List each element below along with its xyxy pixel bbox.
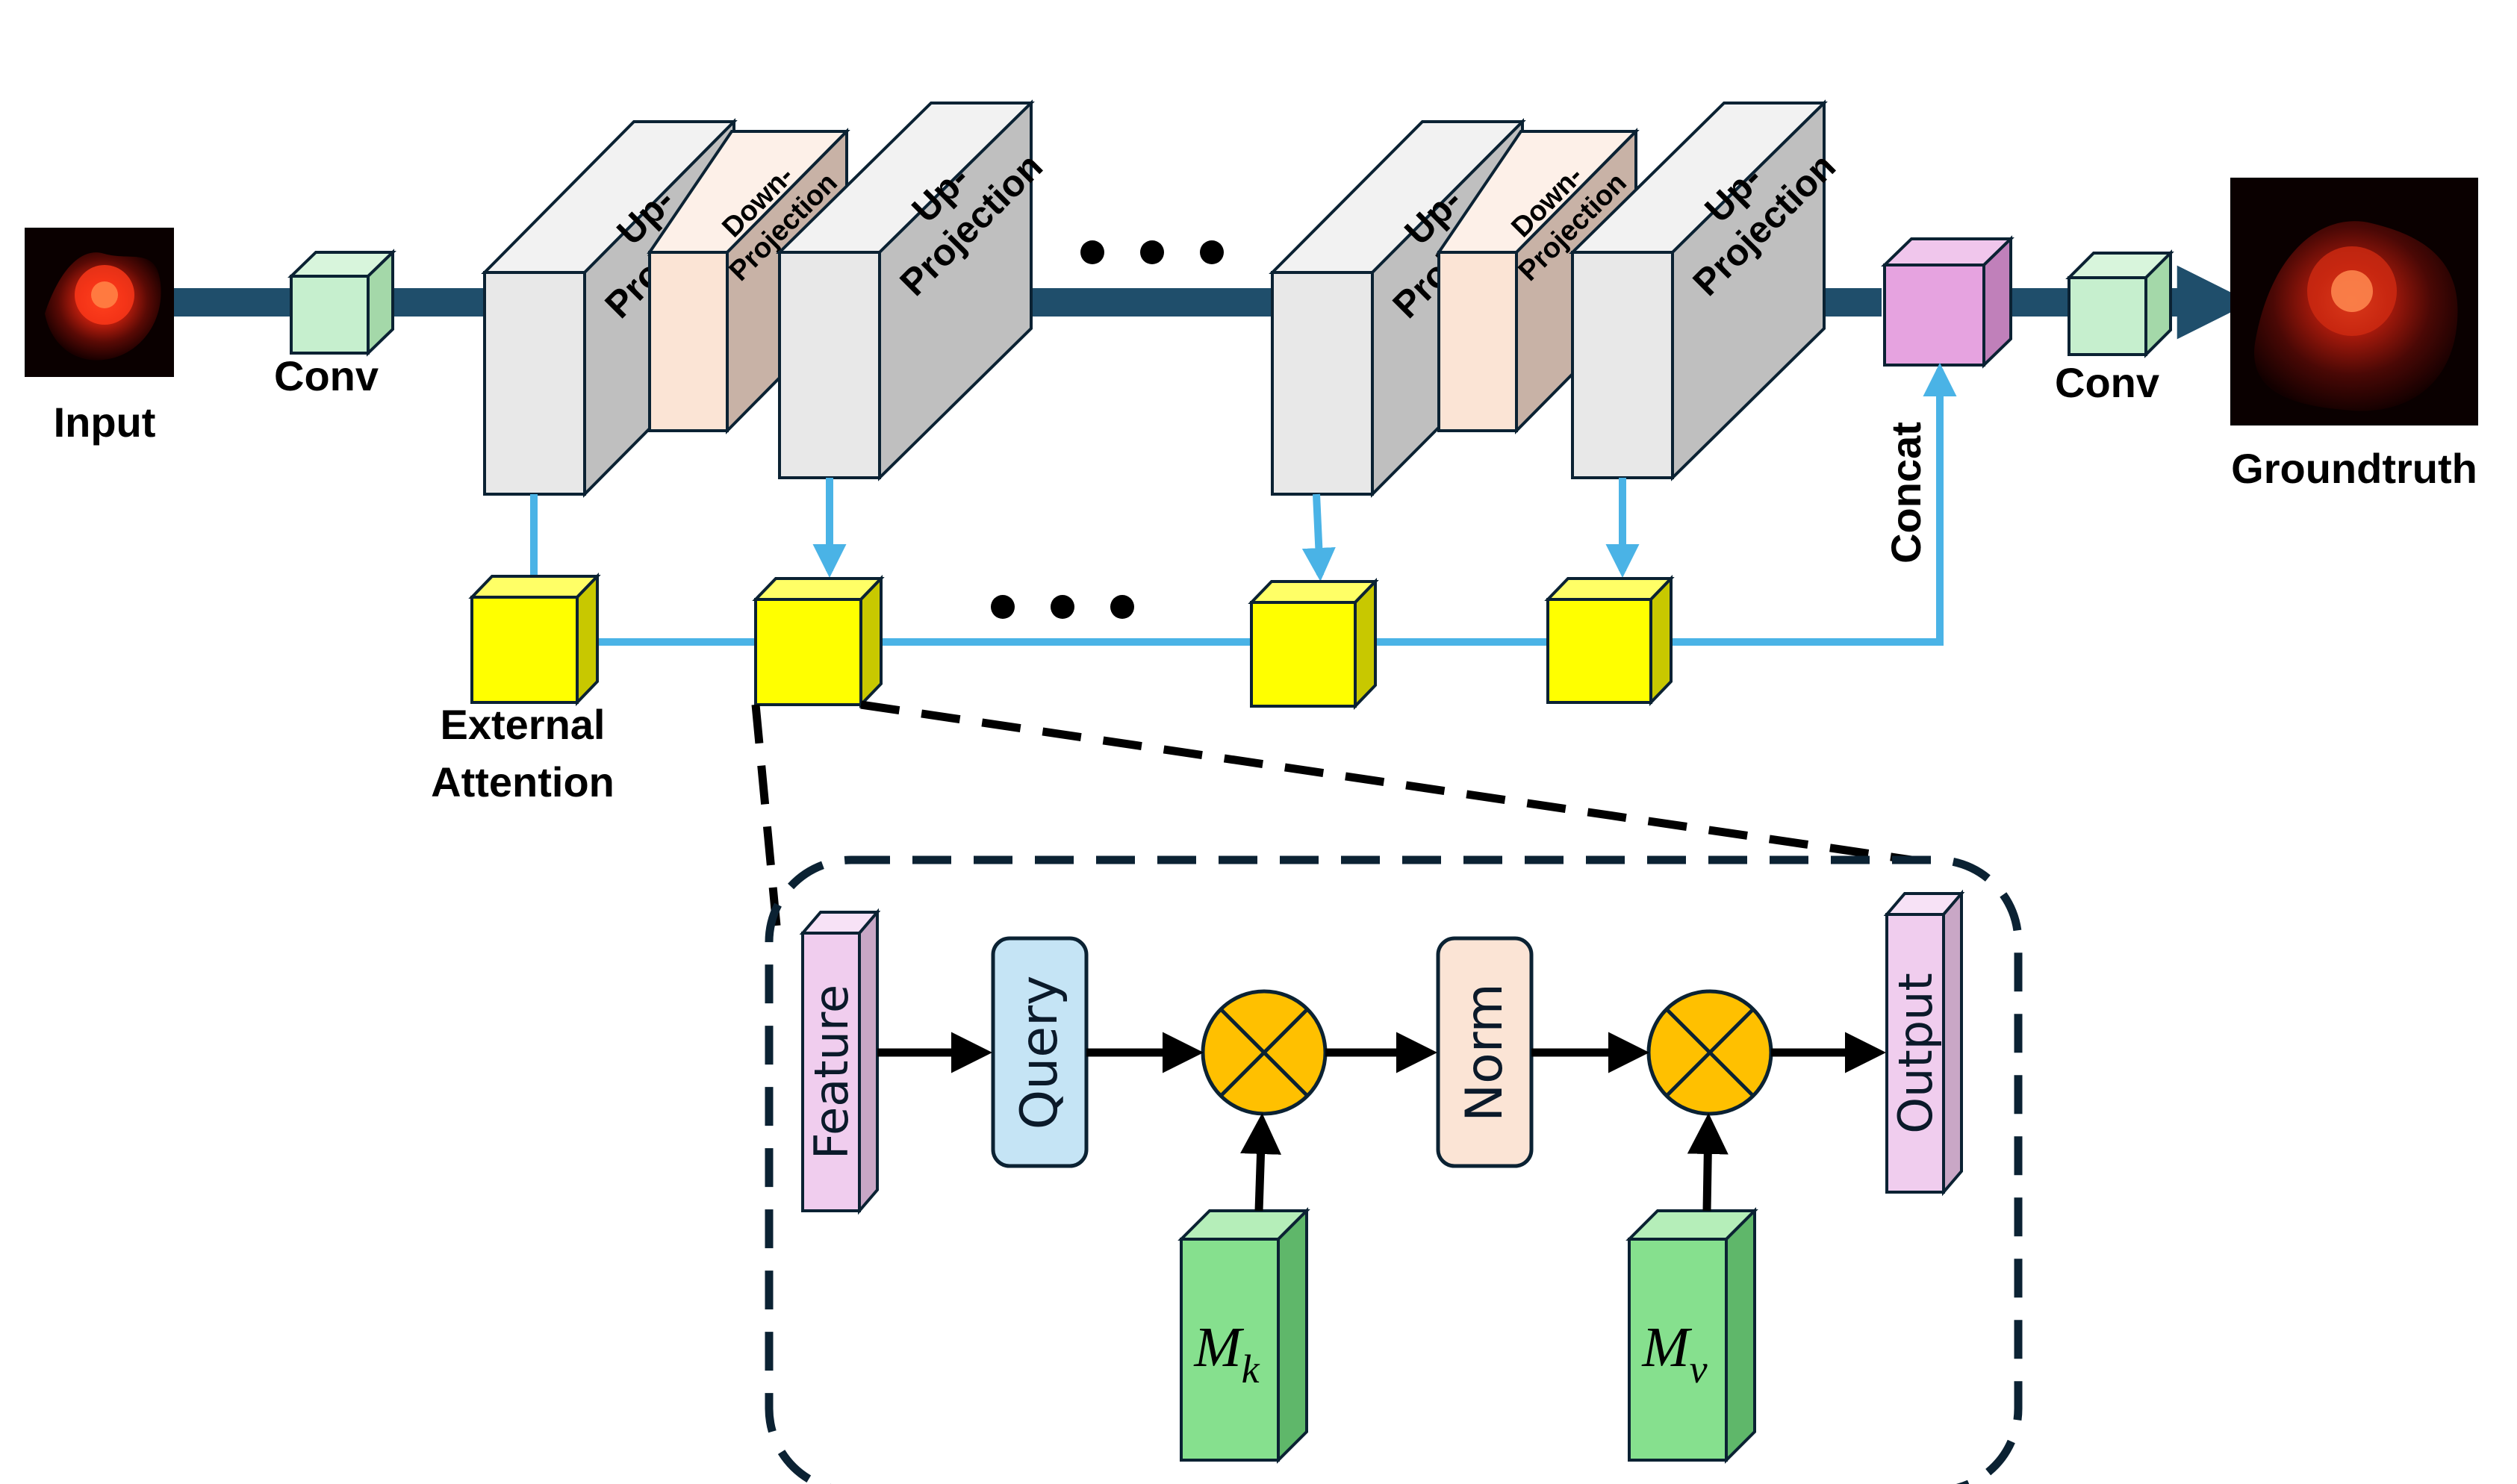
- norm-label: Norm: [1455, 983, 1514, 1121]
- conv-block-right: [2065, 249, 2174, 358]
- skip-connections: [530, 363, 1957, 646]
- attention-detail-frame: [765, 855, 2023, 1484]
- groundtruth-label: Groundtruth: [2231, 445, 2477, 492]
- attention-cube-4: [1544, 575, 1675, 706]
- attention-cube-2: [752, 575, 885, 708]
- norm-block: Norm: [1436, 936, 1534, 1168]
- mv-label: Mv: [1641, 1316, 1707, 1391]
- external-attention-label-line2: Attention: [431, 758, 615, 805]
- mk-label: Mk: [1193, 1316, 1260, 1391]
- ellipsis-top: [1080, 240, 1224, 264]
- attention-cube-1: [468, 573, 601, 706]
- ellipsis-bottom: [991, 595, 1134, 619]
- conv-block-left: [287, 249, 396, 357]
- groundtruth-image: [2230, 178, 2478, 425]
- external-attention-label-line1: External: [441, 701, 606, 748]
- up-projection-block-2: Up- Projection: [776, 99, 1051, 481]
- multiply-icon-2: [1646, 989, 1773, 1116]
- query-block: Query: [991, 936, 1089, 1168]
- attention-cube-3: [1248, 578, 1379, 710]
- conv-left-label: Conv: [274, 352, 379, 399]
- output-block: Output: [1883, 889, 1965, 1197]
- zoom-lines: [751, 700, 1912, 926]
- concat-cube: [1881, 235, 2014, 369]
- input-image: [25, 228, 174, 377]
- feature-block: Feature: [799, 908, 881, 1215]
- query-label: Query: [1010, 976, 1069, 1130]
- up-projection-block-4: Up- Projection: [1569, 99, 1844, 481]
- detail-arrows: [877, 1032, 1886, 1212]
- memory-value-block: Mv: [1625, 1207, 1758, 1464]
- conv-right-label: Conv: [2055, 359, 2159, 406]
- concat-label: Concat: [1882, 422, 1929, 564]
- input-label: Input: [54, 399, 156, 446]
- multiply-icon-1: [1201, 989, 1328, 1116]
- output-label: Output: [1888, 973, 1943, 1133]
- feature-label: Feature: [804, 985, 859, 1159]
- memory-key-block: Mk: [1177, 1207, 1310, 1464]
